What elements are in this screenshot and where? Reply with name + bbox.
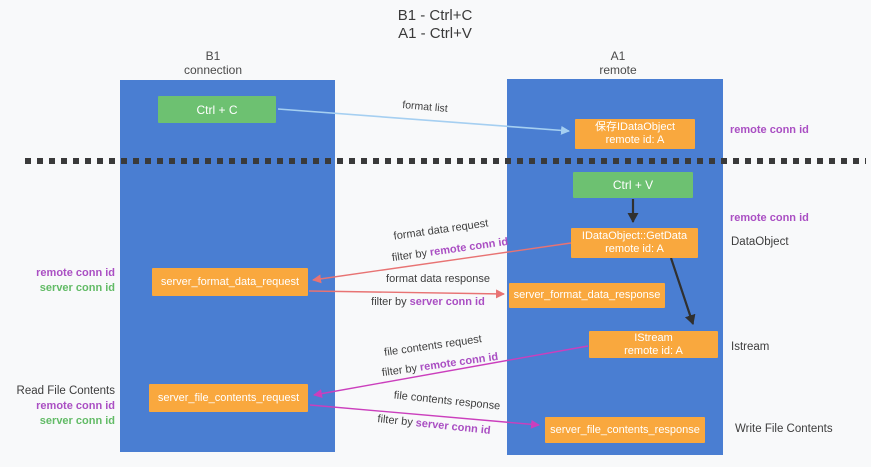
istream-side-label: Istream: [731, 341, 770, 353]
getdata-line1: IDataObject::GetData: [581, 230, 688, 242]
ctrl-c-box: Ctrl + C: [158, 96, 276, 123]
column-header-b1: B1 connection: [184, 49, 242, 77]
server-conn-id-left-label: server conn id: [39, 282, 115, 294]
file-contents-response-label: file contents response: [393, 389, 501, 413]
istream-box: IStream remote id: A: [589, 331, 718, 358]
istream-line1: IStream: [634, 331, 673, 344]
remote-conn-id-right-label-2: remote conn id: [730, 212, 809, 224]
server-conn-id-left-label-2: server conn id: [39, 415, 115, 427]
server-file-contents-response-label: server_file_contents_response: [550, 423, 700, 436]
read-file-contents-label: Read File Contents: [16, 385, 115, 397]
save-idataobject-line2: remote id: A: [605, 134, 665, 146]
format-data-request-label: format data request: [392, 217, 490, 243]
filter-by-text: filter by: [376, 413, 414, 429]
remote-conn-id-left-label: remote conn id: [36, 267, 115, 279]
column-b1-name: B1: [205, 49, 221, 63]
ctrl-v-box: Ctrl + V: [573, 172, 693, 198]
read-file-contents-stack: Read File Contents remote conn id server…: [17, 383, 115, 429]
left-conn-id-stack: remote conn id server conn id: [36, 266, 115, 296]
remote-conn-id-text: remote conn id: [429, 235, 509, 259]
server-format-data-response-label: server_format_data_response: [513, 289, 661, 301]
save-idataobject-line1: 保存IDataObject: [594, 121, 676, 133]
server-file-contents-request-box: server_file_contents_request: [149, 384, 308, 412]
filter-by-text: filter by: [381, 362, 418, 380]
format-data-response-label: format data response: [386, 273, 490, 285]
server-conn-id-text: server conn id: [415, 417, 492, 437]
server-conn-id-text: server conn id: [409, 296, 485, 308]
server-format-data-request-box: server_format_data_request: [152, 268, 308, 296]
column-a1-name: A1: [610, 49, 626, 63]
remote-conn-id-left-label-2: remote conn id: [36, 400, 115, 412]
istream-line2: remote id: A: [624, 344, 683, 357]
filter-by-text: filter by: [391, 247, 428, 265]
dataobject-label: DataObject: [731, 236, 789, 248]
column-b1-subtitle: connection: [183, 63, 243, 77]
write-file-contents-label: Write File Contents: [735, 423, 833, 435]
idataobject-getdata-box: IDataObject::GetData remote id: A: [571, 228, 698, 258]
getdata-line2: remote id: A: [605, 243, 664, 255]
remote-conn-id-text: remote conn id: [419, 350, 499, 374]
column-header-a1: A1 remote: [599, 49, 636, 77]
title-line-1: B1 - Ctrl+C: [397, 7, 473, 24]
server-file-contents-response-box: server_file_contents_response: [545, 417, 705, 443]
format-list-label: format list: [401, 99, 449, 115]
server-format-data-response-box: server_format_data_response: [509, 283, 665, 308]
title-line-2: A1 - Ctrl+V: [398, 25, 472, 42]
dashed-divider: [25, 158, 866, 164]
save-idataobject-box: 保存IDataObject remote id: A: [575, 119, 695, 149]
server-format-data-request-label: server_format_data_request: [160, 275, 300, 288]
arrow-format-data-response: [308, 289, 505, 299]
remote-conn-id-right-label-1: remote conn id: [730, 124, 809, 136]
diagram-title: B1 - Ctrl+C A1 - Ctrl+V: [398, 7, 473, 43]
server-file-contents-request-label: server_file_contents_request: [157, 391, 300, 404]
column-a1-subtitle: remote: [599, 63, 637, 77]
ctrl-v-label: Ctrl + V: [612, 178, 654, 192]
filter-by-text: filter by: [371, 296, 407, 308]
ctrl-c-label: Ctrl + C: [196, 102, 238, 117]
